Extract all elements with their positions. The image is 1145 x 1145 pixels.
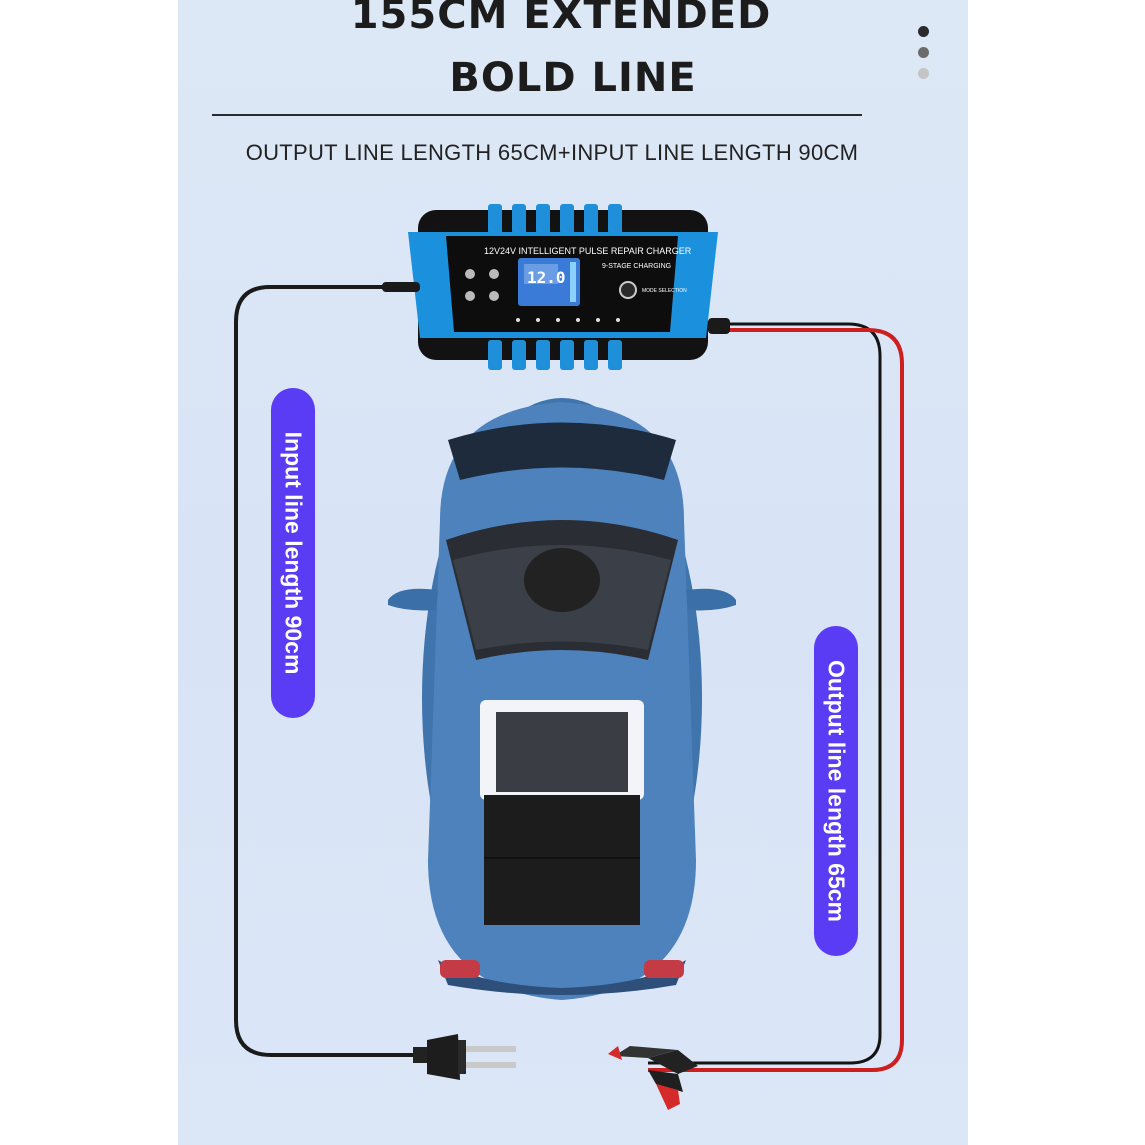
output-length-text: Output line length 65cm	[823, 660, 850, 922]
title-divider	[212, 114, 862, 116]
pagination-dot-2[interactable]	[918, 47, 929, 58]
pagination-dot-1[interactable]	[918, 26, 929, 37]
headline-line-1: 155CM EXTENDED	[350, 0, 772, 38]
charger-display-value: 12.0	[527, 268, 566, 287]
car-top-view	[388, 398, 736, 1000]
output-cable-red	[648, 328, 904, 1072]
scene-illustration: 12V24V INTELLIGENT PULSE REPAIR CHARGER …	[234, 204, 904, 1110]
input-length-text: Input line length 90cm	[280, 431, 307, 675]
subtitle: OUTPUT LINE LENGTH 65CM+INPUT LINE LENGT…	[245, 140, 859, 165]
pagination-dot-3[interactable]	[918, 68, 929, 79]
charger-stage-text: 9-STAGE CHARGING	[602, 263, 671, 270]
output-cable-black	[648, 322, 882, 1065]
input-cable	[234, 285, 423, 1057]
charger-mode-text: MODE SELECTION	[642, 288, 687, 294]
pagination-dots[interactable]	[918, 26, 932, 89]
battery-charger: 12V24V INTELLIGENT PULSE REPAIR CHARGER …	[382, 204, 730, 370]
alligator-clamp-icon	[608, 1046, 698, 1110]
charger-model-text: 12V24V INTELLIGENT PULSE REPAIR CHARGER	[484, 246, 692, 256]
output-length-label: Output line length 65cm	[814, 626, 858, 956]
input-length-label: Input line length 90cm	[271, 388, 315, 718]
power-plug-icon	[413, 1034, 516, 1080]
headline-line-2: BOLD LINE	[449, 55, 697, 101]
product-panel: 12V24V INTELLIGENT PULSE REPAIR CHARGER …	[178, 0, 968, 1145]
